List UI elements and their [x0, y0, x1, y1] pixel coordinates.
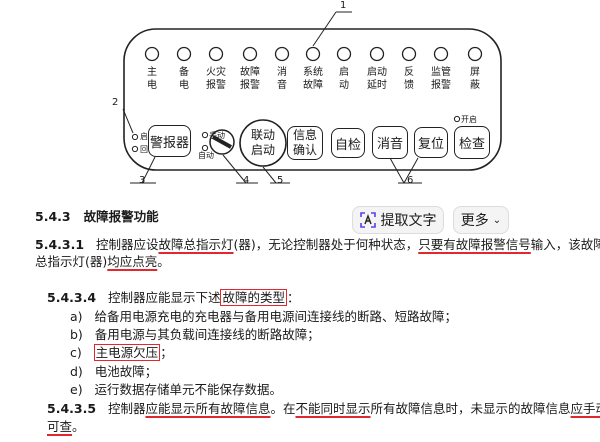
self-check-button[interactable]: 自检	[331, 128, 365, 158]
indicator-label: 反馈	[404, 67, 414, 91]
indicator-label: 启动	[339, 67, 349, 91]
callout-2: 2	[112, 97, 119, 108]
indicator-label: 故障报警	[240, 67, 260, 91]
mute-button[interactable]: 消音	[372, 126, 408, 159]
indicator-label: 火灾报警	[206, 67, 226, 91]
callout-1: 1	[340, 0, 347, 11]
para-5435-line2: 可查。	[47, 419, 85, 434]
list-item: a) 给备用电源充电的充电器与备用电源间连接线的断路、短路故障；	[70, 309, 457, 324]
chevron-down-icon: ⌄	[492, 214, 502, 226]
check-button[interactable]: 检查	[454, 126, 490, 159]
extract-text-button[interactable]: 提取文字	[352, 206, 444, 234]
reset-button[interactable]: 复位	[414, 127, 448, 158]
section-heading: 5.4.3 故障报警功能	[35, 209, 159, 224]
more-button[interactable]: 更多 ⌄	[453, 206, 509, 234]
list-item: b) 备用电源与其负载间连接线的断路故障；	[70, 327, 320, 342]
callout-3: 3	[139, 175, 146, 186]
indicator-label: 监管报警	[431, 67, 451, 91]
text-scan-icon	[359, 212, 376, 228]
para-5431-line2: 总指示灯(器)均应点亮。	[35, 254, 170, 269]
indicator-label: 系统故障	[303, 67, 323, 91]
indicator-label: 屏蔽	[470, 67, 480, 91]
more-label: 更多	[460, 213, 489, 229]
manual-label: 手动	[209, 131, 225, 140]
para-5434: 5.4.3.4 控制器应能显示下述故障的类型：	[47, 289, 300, 306]
para-5435-line1: 5.4.3.5 控制器应能显示所有故障信息。在不能同时显示所有故障信息时，未显示…	[47, 401, 600, 416]
list-item: e) 运行数据存储单元不能保存数据。	[70, 382, 283, 397]
panel-outline-svg	[122, 11, 502, 184]
callout-5: 5	[277, 175, 284, 186]
info-confirm-button[interactable]: 信息确认	[287, 126, 323, 160]
para-5431-line1: 5.4.3.1 控制器应设故障总指示灯(器)，无论控制器处于何种状态，只要有故障…	[35, 237, 600, 252]
control-panel-diagram: 1 2 3 4 5 6 主电 备电 火灾报警 故障报警 消音 系统故障 启动 启…	[0, 0, 600, 200]
open-lamp-label: 开启	[461, 115, 477, 124]
extract-text-label: 提取文字	[380, 213, 437, 229]
list-item: d) 电池故障；	[70, 364, 158, 379]
indicator-label: 启动延时	[367, 67, 387, 91]
linkage-start-button[interactable]: 联动启动	[250, 128, 275, 157]
callout-4: 4	[243, 175, 250, 186]
alarm-button[interactable]: 警报器	[148, 125, 191, 157]
indicator-label: 备电	[179, 67, 189, 91]
indicator-label: 消音	[277, 67, 287, 91]
list-item: c) 主电源欠压；	[70, 344, 173, 361]
callout-6: 6	[407, 175, 414, 186]
auto-label: 自动	[198, 151, 214, 160]
indicator-label: 主电	[147, 67, 157, 91]
indicator-lamps	[144, 46, 483, 62]
